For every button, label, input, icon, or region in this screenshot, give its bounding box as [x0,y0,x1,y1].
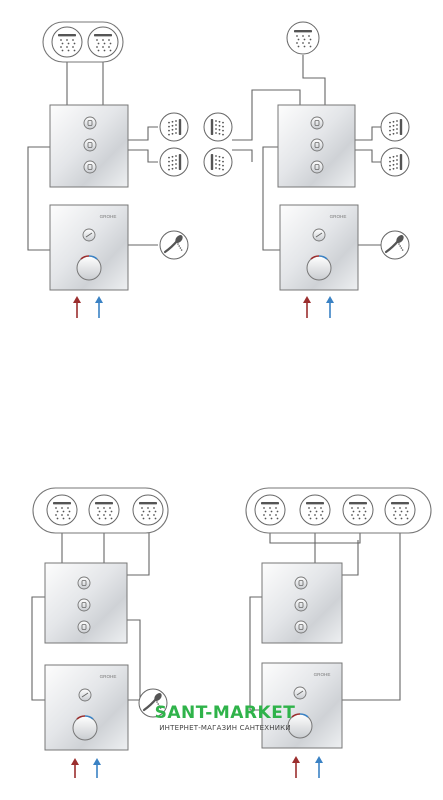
hand-shower-icon [138,688,168,718]
side-body-spray-icon [203,147,233,177]
valve-button [77,620,91,634]
valve-control-panel [261,562,343,644]
pipe [342,530,401,701]
valve-control-panel [277,104,356,188]
watermark: SANT-MARKET ИНТЕРНЕТ-МАГАЗИН САНТЕХНИКИ [150,703,300,733]
side-body-spray-icon [159,147,189,177]
thermostat-panel: GROHE [279,204,359,291]
hot-water-arrow [303,296,311,318]
overhead-shower-icon [384,494,416,526]
valve-button [310,116,324,130]
thermostat-knob [306,255,332,281]
side-body-spray-icon [159,112,189,142]
hot-water-arrow [73,296,81,318]
valve-control-panel [44,562,128,644]
pipe [31,596,45,701]
pipe [262,146,280,251]
valve-button [310,160,324,174]
pipe [128,149,158,163]
brand-label: GROHE [100,674,117,679]
overhead-shower-icon [342,494,374,526]
valve-button [77,576,91,590]
valve-button [83,116,97,130]
fixtures: GROHE GROHE GROHE GROHE [32,21,432,778]
water-supply-arrows [292,756,323,778]
overhead-shower-icon [46,494,78,526]
overhead-shower-icon [51,26,83,58]
valve-control-panel [49,104,129,188]
hot-water-arrow [292,756,300,778]
connection-pipes [27,55,401,711]
thermostat-knob [76,255,102,281]
brand-label: GROHE [330,214,347,219]
pipe [355,126,382,141]
pipe [232,89,301,141]
side-body-spray-icon [380,112,410,142]
brand-label: GROHE [314,672,331,677]
valve-button [294,598,308,612]
overhead-shower-icon [88,494,120,526]
thermostat-panel: GROHE [261,662,343,749]
thermostat-panel: GROHE [49,204,129,291]
water-supply-arrows [71,758,101,778]
valve-button [310,138,324,152]
side-body-spray-icon [203,112,233,142]
valve-button [294,576,308,590]
pipe [128,126,158,141]
brand-label: GROHE [100,214,117,219]
thermostat-knob [72,715,98,741]
side-body-spray-icon [380,147,410,177]
pipe [127,530,150,576]
valve-button [83,160,97,174]
overhead-shower-icon [132,494,164,526]
cold-water-arrow [93,758,101,778]
water-supply-arrows [303,296,334,318]
overhead-shower-icon [299,494,331,526]
pipe [27,146,50,251]
overhead-shower-icon [87,26,119,58]
cold-water-arrow [326,296,334,318]
cold-water-arrow [315,756,323,778]
overhead-shower-icon [254,494,286,526]
pipe [340,540,359,576]
valve-button [294,620,308,634]
watermark-subtitle: ИНТЕРНЕТ-МАГАЗИН САНТЕХНИКИ [159,724,291,732]
pipe [232,149,253,162]
pipe [127,619,141,701]
water-supply-arrows [73,296,103,318]
cold-water-arrow [95,296,103,318]
overhead-shower-icon [286,21,320,55]
valve-button [83,138,97,152]
hand-shower-icon [380,230,410,260]
pipe [355,149,382,163]
pipe [302,55,326,105]
hand-shower-icon [159,230,189,260]
hot-water-arrow [71,758,79,778]
watermark-title: SANT-MARKET [154,703,296,723]
shower-head-capsule [245,487,432,534]
pipe [249,596,262,711]
valve-button [77,598,91,612]
thermostat-panel: GROHE [44,664,129,751]
